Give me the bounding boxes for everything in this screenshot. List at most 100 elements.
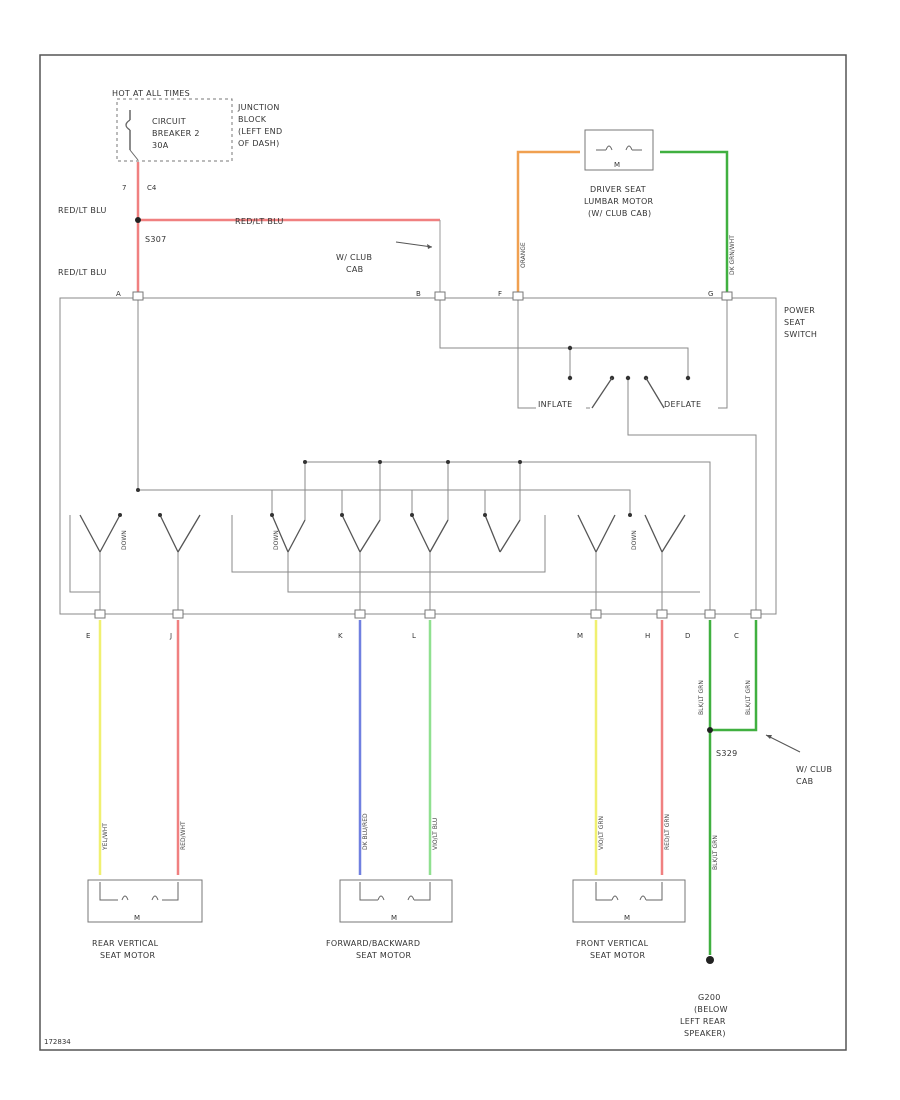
wire-label-red-branch: RED/LT BLU <box>235 217 284 226</box>
top-pin-f: F <box>498 290 502 298</box>
junction-side-1: JUNCTION <box>237 103 280 112</box>
motor-switch-contacts <box>79 514 686 553</box>
deflate-label: DEFLATE <box>664 400 701 409</box>
down-label-3: DOWN <box>631 530 638 550</box>
bottom-pin-k: K <box>338 632 343 640</box>
wire-label-orange: ORANGE <box>520 242 527 268</box>
wire-label-black-1: BLK/LT GRN <box>698 680 705 715</box>
motor-box-fwd <box>339 879 453 923</box>
switch-box <box>59 297 777 615</box>
breaker-lead <box>129 149 139 161</box>
connector-terminals <box>94 291 762 619</box>
bottom-pin-h: H <box>645 632 650 640</box>
ground-line-4: SPEAKER) <box>684 1029 726 1038</box>
seat-motor-rear: M REAR VERTICAL SEAT MOTOR <box>87 879 203 960</box>
motor-mark-rear: M <box>134 914 140 922</box>
motor-fwd-line-1: FORWARD/BACKWARD <box>326 939 420 948</box>
arrow-icon <box>427 244 432 249</box>
motor-fwd-line-2: SEAT MOTOR <box>356 951 411 960</box>
lumbar-coil-icon <box>605 145 633 151</box>
down-label-1: DOWN <box>121 530 128 550</box>
wire-label-red-left: RED/WHT <box>180 821 187 850</box>
club-cab-top-2: CAB <box>346 265 363 274</box>
junction-pin: 7 <box>122 184 126 192</box>
motor-front-line-1: FRONT VERTICAL <box>576 939 649 948</box>
top-pin-b: B <box>416 290 421 298</box>
lumbar-switch: INFLATE DEFLATE <box>536 345 718 410</box>
breaker-line-3: 30A <box>152 141 169 150</box>
switch-label-3: SWITCH <box>784 330 817 339</box>
wire-label-red-lower: RED/LT BLU <box>58 268 107 277</box>
lumbar-line-1: DRIVER SEAT <box>590 185 646 194</box>
lumbar-motor-mark: M <box>614 161 620 169</box>
junction-connector: C4 <box>147 184 157 192</box>
wire-label-red-top: RED/LT BLU <box>58 206 107 215</box>
seat-motor-forward-backward: M FORWARD/BACKWARD SEAT MOTOR <box>326 879 453 960</box>
splice-label-top: S307 <box>145 235 167 244</box>
club-cab-pointer-bottom <box>765 734 801 753</box>
wire-label-yellow-right: VIO/LT GRN <box>598 816 605 850</box>
wire-label-red-right: RED/LT GRN <box>664 814 671 850</box>
junction-side-2: BLOCK <box>238 115 267 124</box>
lumbar-motor: M DRIVER SEAT LUMBAR MOTOR (W/ CLUB CAB)… <box>516 129 736 298</box>
club-cab-top-1: W/ CLUB <box>336 253 372 262</box>
motor-coil-icon <box>121 895 159 901</box>
footer-code: 172834 <box>44 1038 71 1046</box>
motor-box-rear <box>87 879 203 923</box>
bottom-pin-l: L <box>412 632 416 640</box>
motor-coil-icon <box>377 895 415 901</box>
junction-block: HOT AT ALL TIMES CIRCUIT BREAKER 2 30A J… <box>112 89 282 192</box>
motor-rear-line-2: SEAT MOTOR <box>100 951 155 960</box>
diagram-frame <box>39 54 847 1051</box>
lumbar-line-2: LUMBAR MOTOR <box>584 197 654 206</box>
wire-label-ltgreen: VIO/LT BLU <box>432 818 439 850</box>
motor-mark-fwd: M <box>391 914 397 922</box>
top-pin-a: A <box>116 290 121 298</box>
motor-rear-line-1: REAR VERTICAL <box>92 939 159 948</box>
bottom-pin-e: E <box>86 632 90 640</box>
wire-label-black-2: BLK/LT GRN <box>745 680 752 715</box>
motor-mark-front: M <box>624 914 630 922</box>
wire-label-yellow: YEL/WHT <box>102 823 109 851</box>
club-cab-bottom-2: CAB <box>796 777 813 786</box>
inflate-label: INFLATE <box>538 400 572 409</box>
ground-line-2: (BELOW <box>694 1005 728 1014</box>
bottom-pin-d: D <box>685 632 690 640</box>
arrow-icon-bottom <box>766 735 772 739</box>
splice-dot <box>135 217 141 223</box>
club-cab-bottom-1: W/ CLUB <box>796 765 832 774</box>
bottom-pin-c: C <box>734 632 739 640</box>
breaker-icon <box>125 119 131 131</box>
splice-dot-bottom <box>707 727 713 733</box>
lumbar-line-3: (W/ CLUB CAB) <box>588 209 651 218</box>
junction-hot-title: HOT AT ALL TIMES <box>112 89 190 98</box>
power-seat-switch: POWER SEAT SWITCH A B F G <box>59 290 817 640</box>
down-label-2: DOWN <box>273 530 280 550</box>
motor-leads: S329 W/ CLUB CAB YEL/WHT RED/WHT DK BLU/… <box>98 620 832 955</box>
motor-box-front <box>572 879 686 923</box>
switch-label-1: POWER <box>784 306 815 315</box>
lumbar-motor-box <box>584 129 654 171</box>
breaker-line-2: BREAKER 2 <box>152 129 200 138</box>
ground-line-1: G200 <box>698 993 721 1002</box>
ground-point: G200 (BELOW LEFT REAR SPEAKER) <box>680 956 728 1038</box>
junction-side-3: (LEFT END <box>238 127 282 136</box>
wire-label-dkblue: DK BLU/RED <box>362 813 369 850</box>
top-pin-g: G <box>708 290 713 298</box>
ground-line-3: LEFT REAR <box>680 1017 726 1026</box>
wire-label-black-3: BLK/LT GRN <box>712 835 719 870</box>
ground-icon <box>706 956 714 964</box>
orange-wire <box>516 150 580 298</box>
bottom-pin-j: J <box>169 632 172 640</box>
red-feed-wires: RED/LT BLU RED/LT BLU S307 RED/LT BLU W/… <box>58 162 441 298</box>
motor-front-line-2: SEAT MOTOR <box>590 951 645 960</box>
junction-block-box <box>116 98 233 162</box>
club-cab-pointer <box>395 241 433 248</box>
switch-label-2: SEAT <box>784 318 805 327</box>
wire-label-dkgreen-top: DK GRN/WHT <box>729 235 736 275</box>
dk-green-wire-top <box>660 150 729 298</box>
seat-motor-front: M FRONT VERTICAL SEAT MOTOR <box>572 879 686 960</box>
bottom-pin-m: M <box>577 632 583 640</box>
